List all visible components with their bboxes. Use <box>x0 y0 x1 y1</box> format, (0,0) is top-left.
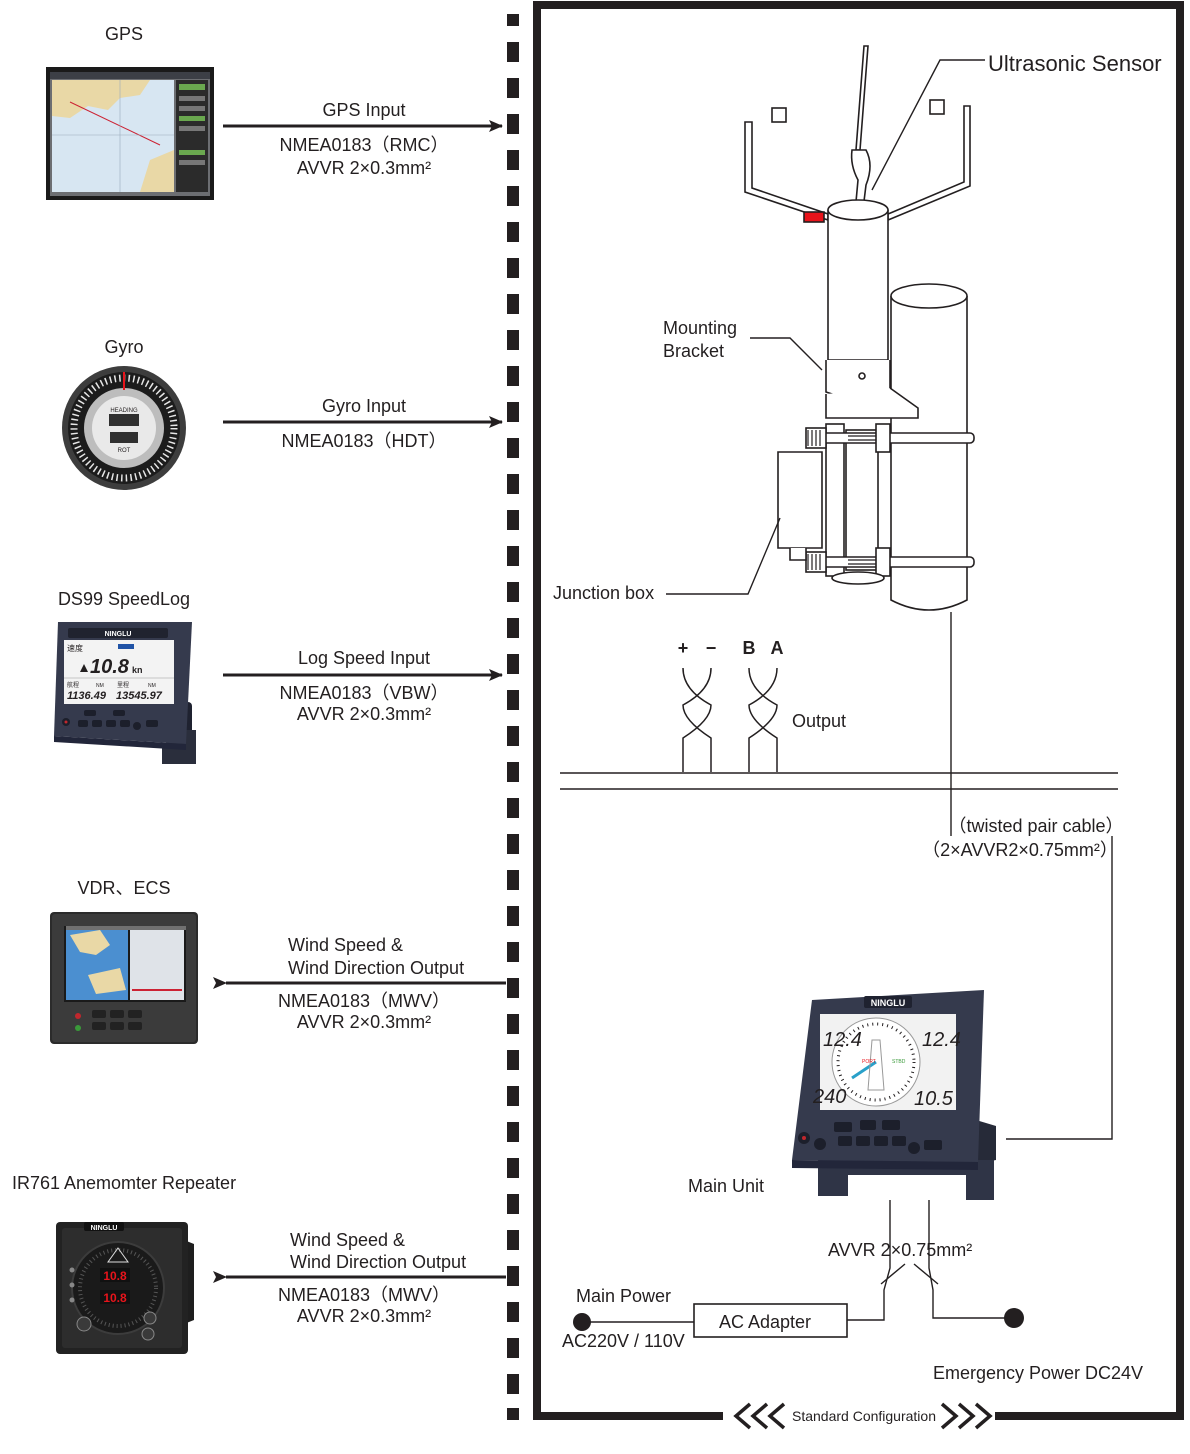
emergency-power-terminal <box>1004 1308 1024 1328</box>
sensor-callout-line <box>871 59 985 191</box>
config-chevrons-left <box>733 1402 786 1430</box>
gps-cable: AVVR 2×0.3mm² <box>297 158 431 178</box>
main-unit-image: NINGLU PORT STBD 12.4 12.4 240 10.5 <box>792 990 996 1200</box>
terminal-plus: + <box>678 638 689 658</box>
ultrasonic-sensor-drawing <box>744 45 975 611</box>
speedlog-speed-label: 速度 <box>67 643 83 653</box>
bracket-label-line1: Mounting <box>663 318 737 338</box>
speedlog-brand: NINGLU <box>105 631 132 638</box>
gyro-compass-image: HEADING ROT <box>62 366 186 490</box>
main-unit-left-bottom: 240 <box>812 1086 846 1108</box>
twisted-pair-data <box>748 667 778 772</box>
bracket-label-line2: Bracket <box>663 341 724 361</box>
log-input-label: Log Speed Input <box>298 648 430 668</box>
sensor-cable-to-unit <box>1006 836 1113 1140</box>
sensor-threads <box>807 430 876 570</box>
log-protocol: NMEA0183（VBW） <box>279 683 448 703</box>
terminal-minus: − <box>706 638 717 658</box>
speedlog-speed-unit: kn <box>132 665 143 675</box>
speedlog-device-image: NINGLU 速度 10.8 kn 航程 NM 里程 NM 1136.49 13… <box>54 622 196 764</box>
repeater-cable: AVVR 2×0.3mm² <box>297 1306 431 1326</box>
power-wiring <box>582 1200 1014 1323</box>
speedlog-trip-value: 1136.49 <box>67 690 107 702</box>
junction-box-label: Junction box <box>553 583 654 603</box>
main-power-terminal <box>573 1313 591 1331</box>
terminal-a: A <box>771 638 784 658</box>
ultrasonic-sensor-label: Ultrasonic Sensor <box>988 51 1162 76</box>
vdr-cable: AVVR 2×0.3mm² <box>297 1012 431 1032</box>
standard-config-label: Standard Configuration <box>792 1408 936 1424</box>
vdr-protocol: NMEA0183（MWV） <box>278 991 450 1011</box>
speedlog-total-label: 里程 <box>117 681 129 689</box>
bracket-callout-line <box>750 337 823 371</box>
emergency-power-label: Emergency Power DC24V <box>933 1363 1143 1383</box>
gyro-input-label: Gyro Input <box>322 396 406 416</box>
repeater-brand: NINGLU <box>91 1225 118 1232</box>
main-unit-stbd: STBD <box>892 1059 906 1065</box>
gyro-heading-label: HEADING <box>110 408 138 414</box>
speedlog-title: DS99 SpeedLog <box>58 589 190 609</box>
gps-protocol: NMEA0183（RMC） <box>279 135 448 155</box>
gps-input-label: GPS Input <box>322 100 405 120</box>
power-cable-label: AVVR 2×0.75mm² <box>828 1240 972 1260</box>
main-unit-left-top: 12.4 <box>823 1029 862 1051</box>
speedlog-total-value: 13545.97 <box>116 690 163 702</box>
main-unit-port: PORT <box>862 1059 876 1065</box>
repeater-device-image: NINGLU 10.8 10.8 <box>56 1222 194 1354</box>
speedlog-speed-value: 10.8 <box>90 656 130 678</box>
gps-title: GPS <box>105 24 143 44</box>
terminal-b: B <box>743 638 756 658</box>
dashed-divider <box>507 14 519 1420</box>
speedlog-total-unit: NM <box>148 683 156 689</box>
repeater-protocol: NMEA0183（MWV） <box>278 1285 450 1305</box>
speedlog-trip-label: 航程 <box>67 681 79 689</box>
main-unit-right-top: 12.4 <box>922 1029 961 1051</box>
junction-callout-line <box>666 517 781 595</box>
repeater-output-line1: Wind Speed & <box>290 1230 405 1250</box>
log-cable: AVVR 2×0.3mm² <box>297 704 431 724</box>
vdr-display-image <box>50 912 198 1044</box>
repeater-value-top: 10.8 <box>103 1269 127 1283</box>
ac-voltage-label: AC220V / 110V <box>562 1331 685 1351</box>
gyro-protocol: NMEA0183（HDT） <box>281 431 446 451</box>
repeater-value-bottom: 10.8 <box>103 1291 127 1305</box>
repeater-title: IR761 Anemomter Repeater <box>12 1173 236 1193</box>
ac-adapter-box <box>693 1303 848 1338</box>
standard-config-frame <box>533 1 1184 1420</box>
vdr-title: VDR、ECS <box>77 878 170 898</box>
vdr-output-line2: Wind Direction Output <box>288 958 464 978</box>
repeater-output-line2: Wind Direction Output <box>290 1252 466 1272</box>
twisted-pair-spec: （2×AVVR2×0.75mm²） <box>922 840 1118 860</box>
gyro-rot-label: ROT <box>118 448 131 454</box>
twisted-pair-label: （twisted pair cable） <box>948 816 1123 836</box>
speedlog-trip-unit: NM <box>96 683 104 689</box>
ac-adapter-label: AC Adapter <box>719 1312 811 1332</box>
twisted-pair-power <box>682 667 712 772</box>
vdr-output-line1: Wind Speed & <box>288 935 403 955</box>
main-unit-right-bottom: 10.5 <box>914 1088 954 1110</box>
main-power-label: Main Power <box>576 1286 671 1306</box>
main-unit-label: Main Unit <box>688 1176 764 1196</box>
output-label: Output <box>792 711 846 731</box>
gps-display-image <box>46 67 214 200</box>
gyro-title: Gyro <box>104 337 143 357</box>
config-chevrons-right <box>940 1402 993 1430</box>
main-unit-brand: NINGLU <box>871 998 906 1008</box>
